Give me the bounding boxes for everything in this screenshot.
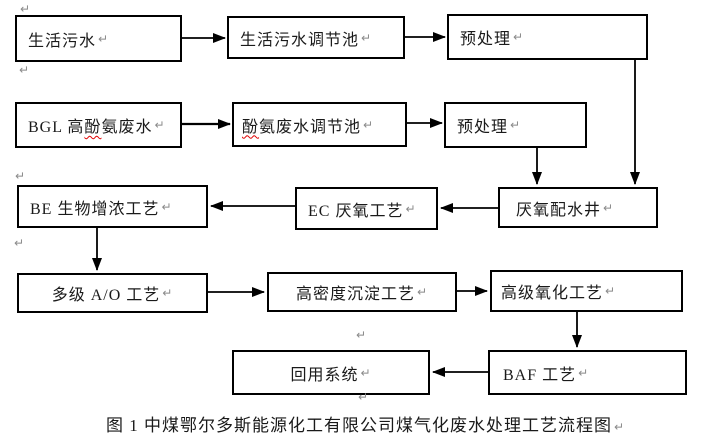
- paragraph-mark: ↵: [356, 328, 367, 342]
- paragraph-mark: ↵: [162, 286, 174, 300]
- node-label: 高密度沉淀工艺: [295, 286, 415, 303]
- paragraph-mark: ↵: [405, 201, 417, 216]
- paragraph-mark: ↵: [363, 117, 375, 132]
- paragraph-mark: ↵: [416, 285, 429, 299]
- node-ec-anaerobic: EC 厌氧工艺↵: [295, 187, 438, 230]
- node-domestic-sewage: 生活污水↵: [15, 15, 182, 62]
- node-anaerobic-distribution-well: 厌氧配水井↵: [498, 187, 658, 228]
- node-label: BAF 工艺: [503, 366, 577, 384]
- paragraph-mark: ↵: [154, 118, 166, 132]
- paragraph-mark: ↵: [161, 199, 173, 214]
- figure-caption-text: 图 1 中煤鄂尔多斯能源化工有限公司煤气化废水处理工艺流程图: [106, 416, 612, 435]
- paragraph-mark: ↵: [20, 2, 31, 16]
- paragraph-mark: ↵: [605, 284, 617, 298]
- node-pretreatment-1: 预处理↵: [447, 14, 648, 60]
- node-label: 预处理: [457, 119, 509, 136]
- node-phenol-ammonia-regulating-tank: 酚氨废水调节池↵: [232, 102, 407, 147]
- node-advanced-oxidation: 高级氧化工艺↵: [490, 270, 683, 312]
- node-label: 厌氧配水井: [516, 201, 602, 219]
- node-label: 回用系统: [290, 366, 359, 384]
- node-label: 生活污水调节池: [240, 31, 360, 49]
- node-multistage-ao: 多级 A/O 工艺↵: [17, 273, 208, 313]
- paragraph-mark: ↵: [513, 30, 525, 44]
- paragraph-mark: ↵: [578, 365, 590, 380]
- node-label: EC 厌氧工艺: [308, 202, 404, 220]
- paragraph-mark: ↵: [14, 236, 25, 250]
- node-label: 高级氧化工艺: [501, 285, 604, 302]
- node-label: BE 生物增浓工艺: [30, 200, 160, 218]
- paragraph-mark: ↵: [15, 169, 26, 183]
- paragraph-mark: ↵: [603, 200, 615, 215]
- paragraph-mark: ↵: [98, 31, 110, 46]
- node-bgl-wastewater: BGL 高酚氨废水↵: [15, 102, 182, 148]
- figure-caption: 图 1 中煤鄂尔多斯能源化工有限公司煤气化废水处理工艺流程图↵: [106, 411, 625, 436]
- node-pretreatment-2: 预处理↵: [444, 102, 587, 148]
- node-high-density-sedimentation: 高密度沉淀工艺↵: [267, 272, 457, 312]
- node-label: 生活污水: [28, 32, 97, 50]
- paragraph-mark: ↵: [614, 420, 626, 434]
- node-label: 多级 A/O 工艺: [51, 287, 161, 304]
- paragraph-mark: ↵: [510, 118, 522, 132]
- node-label: BGL 高酚氨废水: [28, 119, 153, 136]
- node-be-bio-concentration: BE 生物增浓工艺↵: [17, 185, 208, 228]
- node-label: 预处理: [460, 31, 512, 48]
- node-label: 酚氨废水调节池: [242, 118, 362, 136]
- node-reuse-system: 回用系统↵: [232, 350, 430, 395]
- node-domestic-regulating-tank: 生活污水调节池↵: [227, 16, 405, 59]
- paragraph-mark: ↵: [360, 365, 372, 380]
- node-baf: BAF 工艺↵: [488, 350, 687, 395]
- spellcheck-underline: 酚: [242, 118, 260, 136]
- spellcheck-underline: 酚: [84, 119, 102, 136]
- paragraph-mark: ↵: [361, 30, 373, 45]
- paragraph-mark: ↵: [358, 390, 369, 404]
- paragraph-mark: ↵: [19, 63, 30, 77]
